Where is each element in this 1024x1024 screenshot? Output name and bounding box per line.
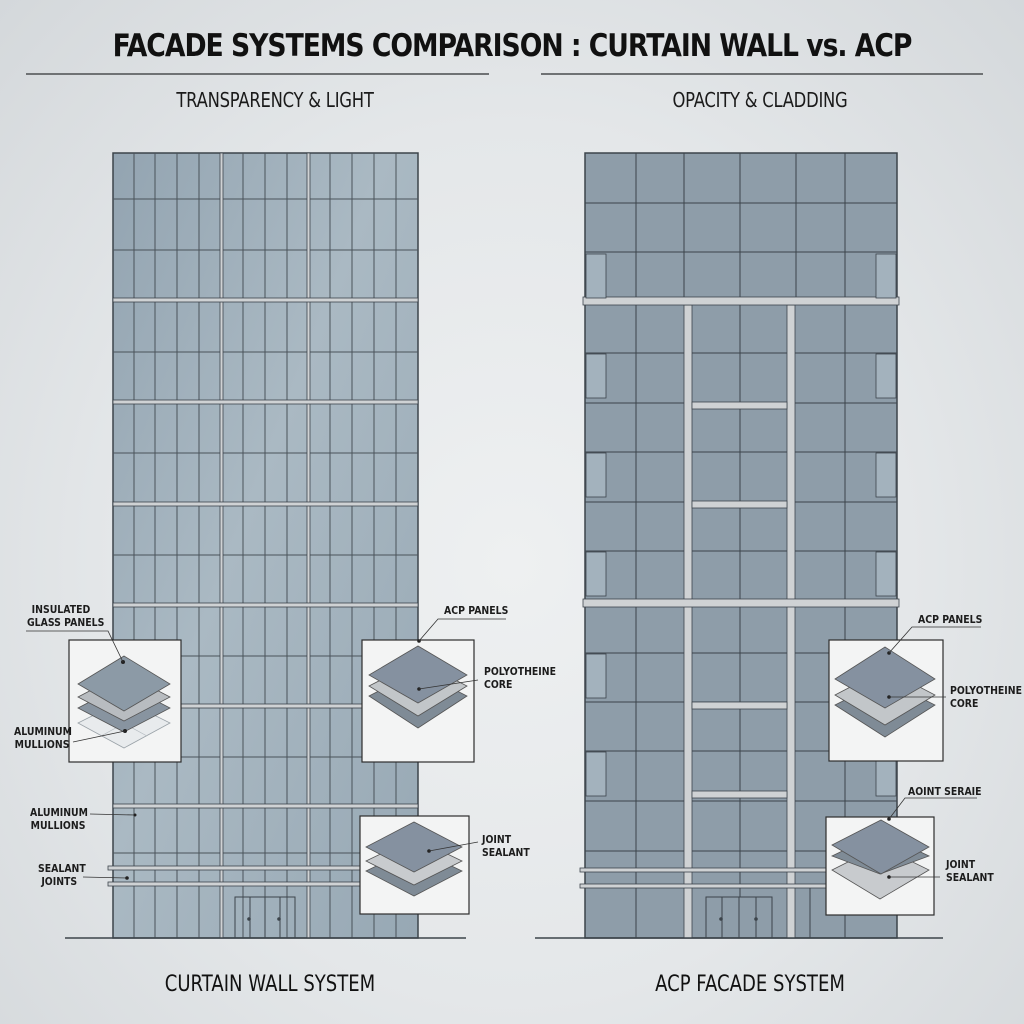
floor-bands bbox=[107, 297, 424, 887]
label-polyotheine-core-left: POLYOTHEINE CORE bbox=[484, 665, 556, 691]
curtain-wall-building bbox=[65, 152, 466, 939]
label-joint-header-right: AOINT SERAIE bbox=[908, 785, 982, 798]
label-insulated-glass-panels: INSULATED GLASS PANELS bbox=[27, 603, 105, 629]
acp-panel-joints-v bbox=[635, 153, 846, 938]
joint-sealant-detail-left bbox=[359, 815, 479, 915]
sealant-leader bbox=[82, 876, 128, 879]
acp-panels-detail-left bbox=[361, 618, 506, 763]
right-subtitle: OPACITY & CLADDING bbox=[672, 88, 848, 112]
acp-floor-bands bbox=[579, 296, 901, 889]
label-sealant-joints: SEALANT JOINTS bbox=[38, 862, 86, 888]
right-caption: ACP FACADE SYSTEM bbox=[655, 972, 845, 997]
label-acp-panels-left: ACP PANELS bbox=[444, 604, 509, 617]
acp-facade-building bbox=[535, 152, 943, 939]
left-subtitle: TRANSPARENCY & LIGHT bbox=[176, 88, 374, 112]
label-joint-sealant-right: JOINT SEALANT bbox=[946, 858, 994, 884]
label-acp-panels-right: ACP PANELS bbox=[918, 613, 983, 626]
left-caption: CURTAIN WALL SYSTEM bbox=[164, 972, 376, 997]
label-polyotheine-core-right: POLYOTHEINE CORE bbox=[950, 684, 1022, 710]
acp-panels-detail-right bbox=[828, 626, 981, 762]
acp-side-windows bbox=[585, 253, 897, 797]
joint-sealant-detail-right bbox=[825, 797, 977, 916]
insulated-glass-detail bbox=[26, 630, 182, 763]
acp-horizontal-strips bbox=[691, 401, 788, 799]
mullions-leader bbox=[89, 813, 136, 816]
label-aluminum-mullions: ALUMINUM MULLIONS bbox=[30, 806, 88, 832]
label-aluminum-mullions-detail: ALUMINUM MULLIONS bbox=[14, 725, 72, 751]
title-divider-right bbox=[541, 73, 983, 75]
title-divider-left bbox=[26, 73, 489, 75]
label-joint-sealant-left: JOINT SEALANT bbox=[482, 833, 530, 859]
page-title: FACADE SYSTEMS COMPARISON : CURTAIN WALL… bbox=[112, 28, 913, 64]
